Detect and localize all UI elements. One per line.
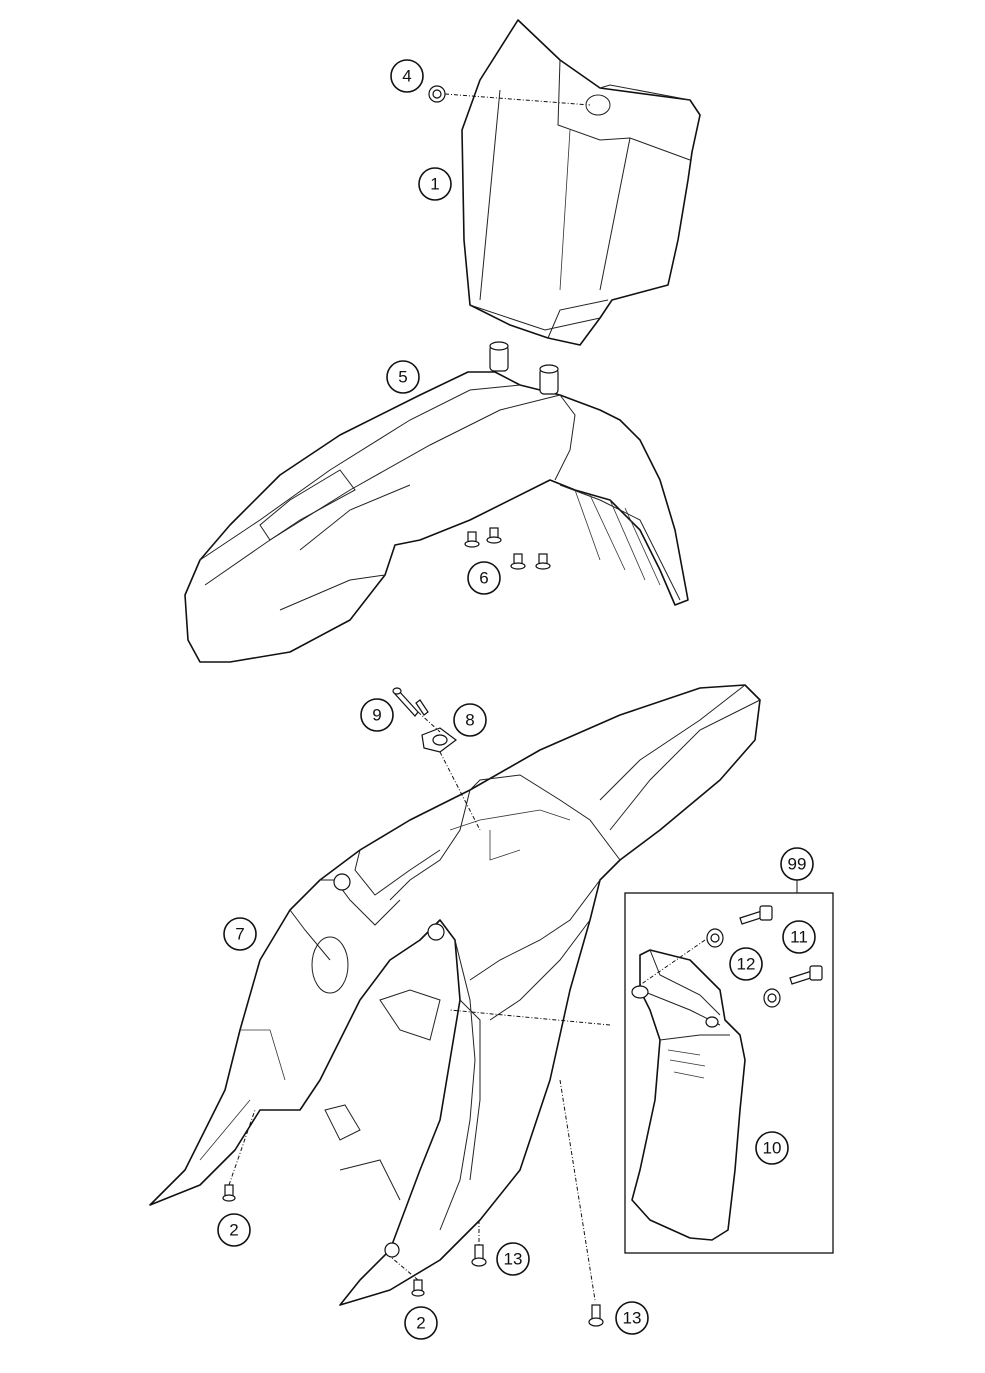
mud-flap-part bbox=[631, 949, 746, 1241]
callout-2-bottom: 2 bbox=[404, 1306, 438, 1340]
svg-text:13: 13 bbox=[623, 1309, 642, 1328]
number-plate-part bbox=[461, 19, 701, 346]
front-fender-part bbox=[184, 341, 689, 663]
callout-9: 9 bbox=[360, 698, 394, 732]
fender-screws-part bbox=[464, 527, 551, 570]
callout-6: 6 bbox=[467, 561, 501, 595]
svg-text:11: 11 bbox=[790, 928, 808, 947]
rear-fender-part bbox=[149, 684, 761, 1306]
svg-text:9: 9 bbox=[372, 706, 381, 725]
nut-part bbox=[428, 85, 446, 103]
callout-1: 1 bbox=[418, 167, 452, 201]
callout-2-left: 2 bbox=[217, 1213, 251, 1247]
small-screw-part bbox=[392, 687, 429, 717]
svg-text:6: 6 bbox=[479, 569, 488, 588]
callout-7: 7 bbox=[223, 917, 257, 951]
svg-text:2: 2 bbox=[416, 1314, 425, 1333]
kit-99-box bbox=[624, 880, 834, 1254]
callout-5: 5 bbox=[386, 360, 420, 394]
svg-text:99: 99 bbox=[788, 855, 807, 874]
leader-lines bbox=[228, 93, 706, 1301]
clip-part bbox=[421, 727, 457, 753]
fender-bolt-part bbox=[471, 1244, 604, 1327]
callout-13-right: 13 bbox=[615, 1301, 649, 1335]
svg-text:7: 7 bbox=[235, 925, 244, 944]
svg-text:10: 10 bbox=[763, 1139, 782, 1158]
svg-text:12: 12 bbox=[737, 955, 756, 974]
svg-text:2: 2 bbox=[229, 1221, 238, 1240]
svg-text:4: 4 bbox=[402, 67, 411, 86]
callout-99: 99 bbox=[780, 847, 814, 881]
callout-13-center: 13 bbox=[496, 1242, 530, 1276]
bolt-part bbox=[739, 905, 823, 985]
callout-4: 4 bbox=[390, 59, 424, 93]
callout-11: 11 bbox=[782, 920, 816, 954]
svg-text:5: 5 bbox=[398, 368, 407, 387]
svg-text:8: 8 bbox=[465, 711, 474, 730]
callout-8: 8 bbox=[453, 703, 487, 737]
svg-text:1: 1 bbox=[430, 175, 439, 194]
svg-text:13: 13 bbox=[504, 1250, 523, 1269]
callout-12: 12 bbox=[729, 947, 763, 981]
washer-part bbox=[706, 928, 781, 1008]
callout-10: 10 bbox=[755, 1131, 789, 1165]
